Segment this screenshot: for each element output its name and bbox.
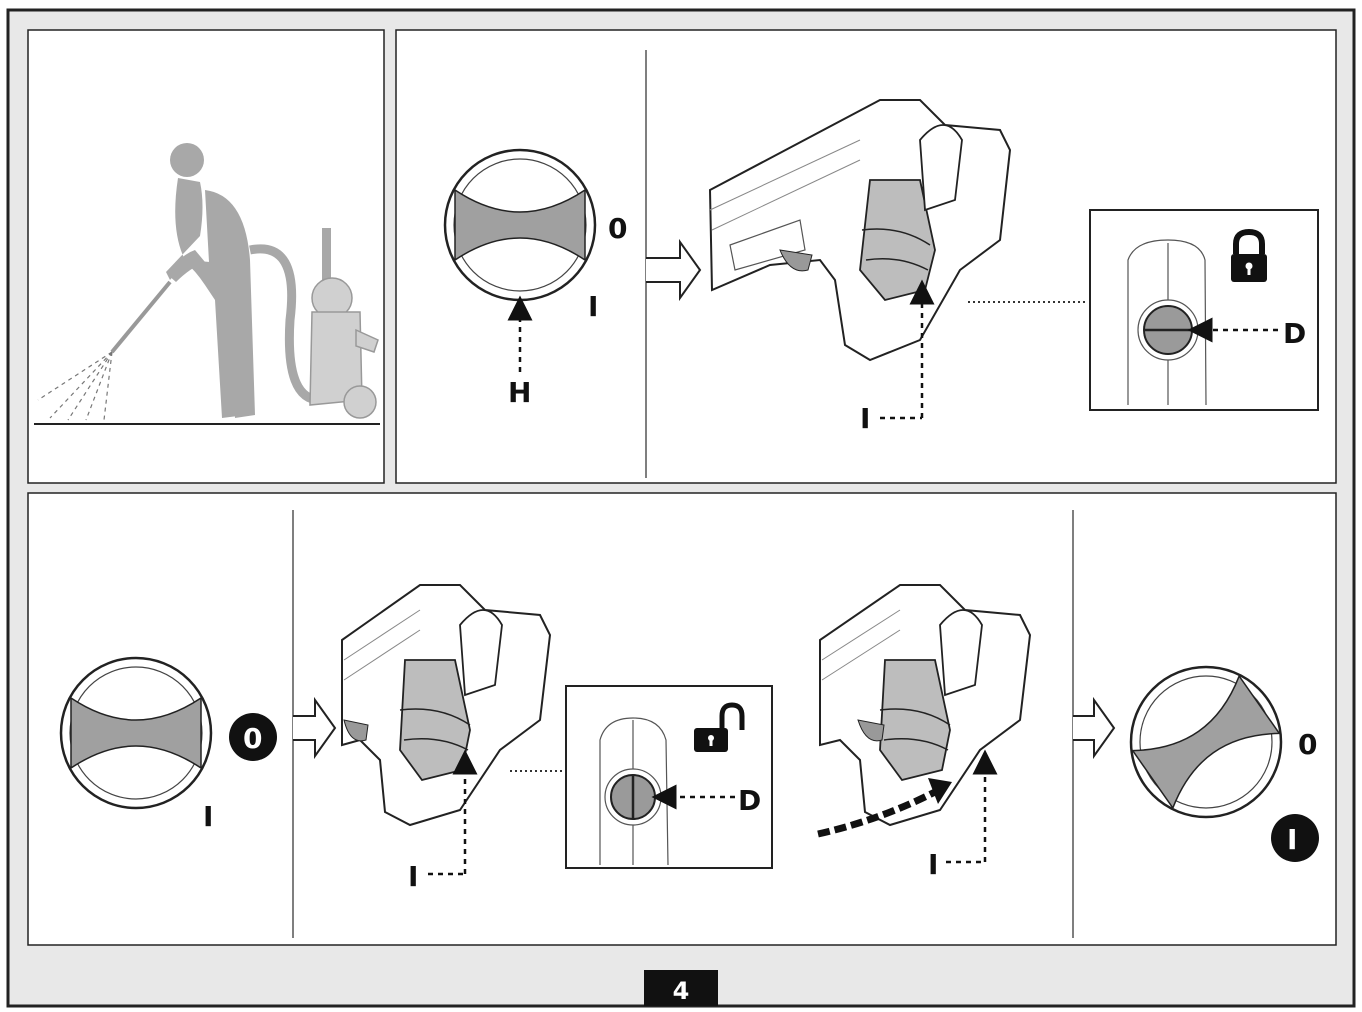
squeeze-motion-arrow: [817, 788, 937, 838]
highlight-zero-badge: [229, 713, 277, 761]
label-zero-bottom-right: 0: [1298, 728, 1317, 761]
arrow-right-icon-3: [1073, 696, 1116, 760]
arrow-right-icon: [646, 238, 702, 302]
label-zero-highlighted: 0: [243, 722, 262, 755]
label-zero: 0: [608, 212, 627, 245]
spray-gun-illustration-bottom-right: [819, 584, 1032, 827]
padlock-closed-icon: [1231, 228, 1267, 282]
spray-gun-illustration-top: [708, 99, 1012, 362]
page-number-tab: [644, 970, 718, 1006]
label-i-bottom-middle: I: [408, 860, 418, 893]
label-i-top: I: [860, 402, 870, 435]
squeeze-arrowhead: [928, 778, 952, 804]
label-i-bottom-right: I: [928, 848, 938, 881]
selector-knob-position-i: [1129, 665, 1283, 819]
arrow-right-icon-2: [293, 696, 337, 760]
page-number: 4: [673, 977, 690, 1005]
label-h: H: [508, 376, 531, 409]
label-d-top: D: [1283, 317, 1306, 350]
inset-lock-closed: [1089, 209, 1319, 411]
highlight-one-badge: [1271, 814, 1319, 862]
label-one-highlighted: I: [1287, 823, 1297, 856]
person-with-pressure-washer-illustration: [34, 143, 380, 425]
label-d-bottom: D: [738, 784, 761, 817]
label-i: I: [588, 290, 598, 323]
selector-knob-position-0: [443, 148, 597, 302]
label-i-bottom-left: I: [203, 800, 213, 833]
padlock-open-icon: [694, 702, 745, 752]
selector-knob-bottom-left: [59, 656, 213, 810]
